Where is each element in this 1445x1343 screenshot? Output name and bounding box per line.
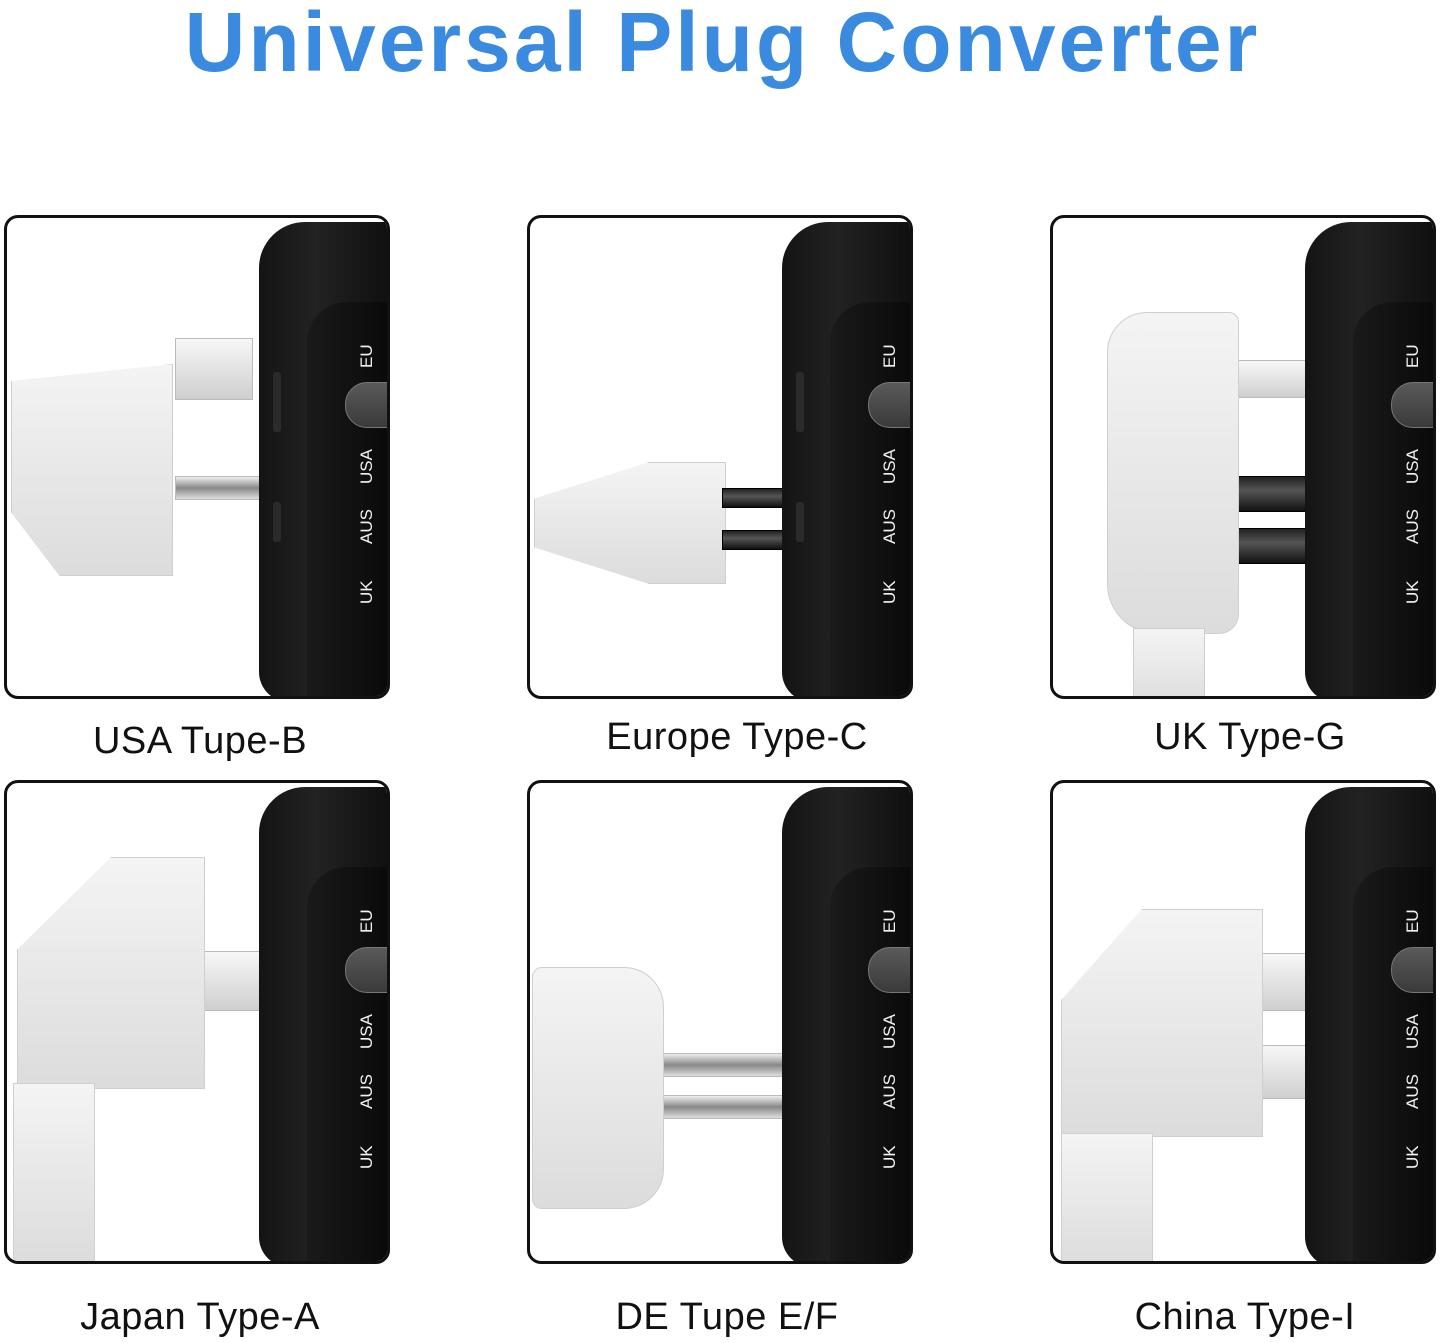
plug-body [532,967,664,1209]
label-aus: AUS [357,509,376,544]
label-aus: AUS [1403,1074,1422,1109]
selector-slider [345,382,387,428]
plug-body [1061,909,1263,1137]
plug-cord [1133,628,1205,696]
label-eu: EU [357,344,376,368]
plug-body [534,462,726,584]
label-usa: USA [880,1014,899,1049]
converter-device: EU USA AUS UK [782,787,910,1261]
converter-device: EU USA AUS UK [1305,222,1433,696]
converter-device: EU USA AUS UK [782,222,910,696]
label-uk: UK [1403,580,1422,604]
label-aus: AUS [880,509,899,544]
label-uk: UK [880,580,899,604]
converter-device: EU USA AUS UK [259,787,387,1261]
caption-europe-type-c: Europe Type-C [606,716,868,758]
label-usa: USA [880,449,899,484]
label-eu: EU [880,344,899,368]
selector-slider [1391,947,1433,993]
page-title: Universal Plug Converter [184,0,1261,89]
plug-cord [13,1083,95,1261]
selector-slider [868,947,910,993]
plug-cord [1061,1133,1153,1261]
label-usa: USA [357,449,376,484]
label-uk: UK [357,580,376,604]
plug-pin [175,338,253,400]
panel-china-type-i: EU USA AUS UK [1050,780,1436,1264]
label-usa: USA [357,1014,376,1049]
caption-china-type-i: China Type-I [1134,1296,1356,1338]
label-uk: UK [880,1145,899,1169]
selector-slider [1391,382,1433,428]
panel-europe-type-c: EU USA AUS UK [527,215,913,699]
label-usa: USA [1403,449,1422,484]
caption-japan-type-a: Japan Type-A [80,1296,320,1338]
panel-de-type-ef: EU USA AUS UK [527,780,913,1264]
caption-usa-type-b: USA Tupe-B [92,720,308,762]
panel-japan-type-a: EU USA AUS UK [4,780,390,1264]
selector-slider [868,382,910,428]
label-eu: EU [1403,344,1422,368]
converter-device: EU USA AUS UK [1305,787,1433,1261]
plug-body [17,857,205,1089]
caption-de-type-ef: DE Tupe E/F [615,1296,839,1338]
label-uk: UK [357,1145,376,1169]
plug-pin [658,1053,800,1077]
selector-slider [345,947,387,993]
label-eu: EU [880,909,899,933]
label-eu: EU [1403,909,1422,933]
plug-body [11,364,173,576]
label-aus: AUS [880,1074,899,1109]
label-eu: EU [357,909,376,933]
converter-device: EU USA AUS UK [259,222,387,696]
panel-usa-type-b: EU USA AUS UK [4,215,390,699]
plug-body [1107,312,1239,634]
label-aus: AUS [1403,509,1422,544]
label-usa: USA [1403,1014,1422,1049]
label-uk: UK [1403,1145,1422,1169]
label-aus: AUS [357,1074,376,1109]
panel-uk-type-g: EU USA AUS UK [1050,215,1436,699]
caption-uk-type-g: UK Type-G [1154,716,1346,758]
